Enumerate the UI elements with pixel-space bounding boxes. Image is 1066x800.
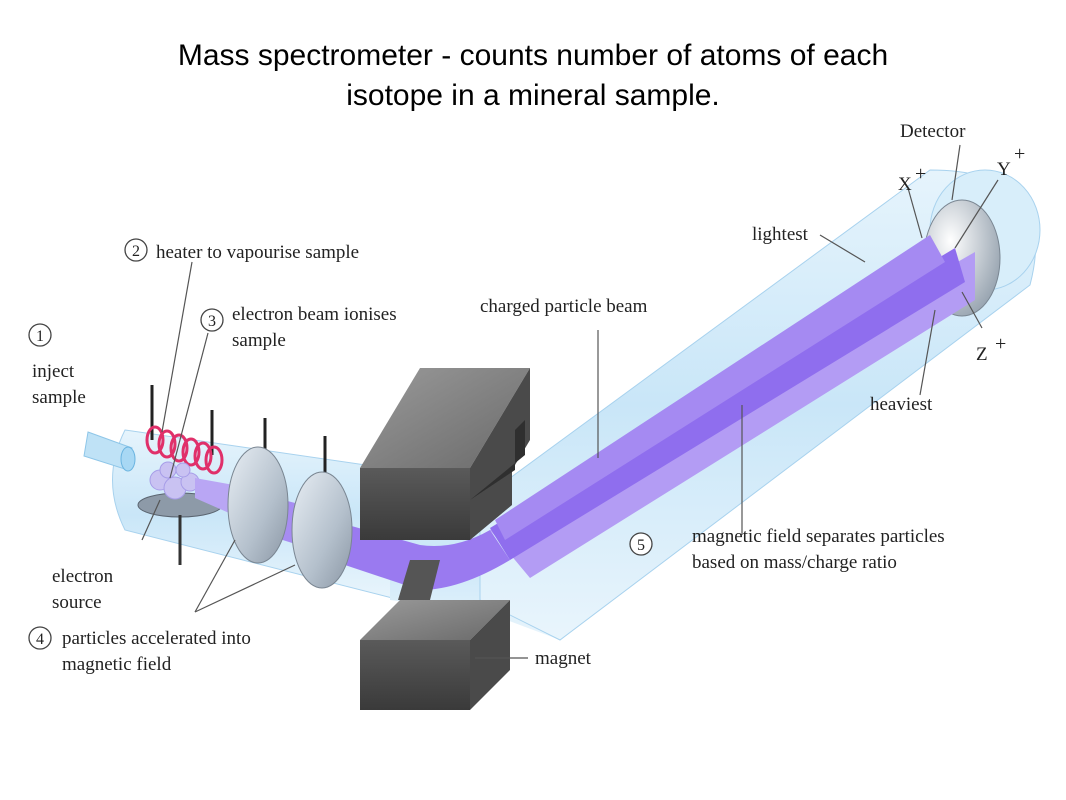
svg-text:3: 3	[208, 313, 216, 330]
accelerator-plates	[227, 418, 353, 589]
label-magnetic-sep-2: based on mass/charge ratio	[692, 552, 897, 573]
svg-text:5: 5	[637, 537, 645, 554]
step-markers: 1 2 3 4 5	[28, 238, 653, 650]
label-magnet: magnet	[535, 648, 592, 669]
step-1-marker: 1	[28, 323, 52, 347]
label-z-ion: Z	[976, 344, 988, 365]
diagram-labels: Detector X + Y + Z + lightest heaviest h…	[32, 121, 1025, 675]
step-4-marker: 4	[28, 626, 52, 650]
label-x-ion: X	[898, 174, 912, 195]
step-2-marker: 2	[124, 238, 148, 262]
label-detector: Detector	[900, 121, 966, 142]
svg-text:4: 4	[36, 631, 44, 648]
accelerator-plate-2	[291, 471, 353, 589]
title-line-2: isotope in a mineral sample.	[346, 79, 720, 112]
diagram-title: Mass spectrometer - counts number of ato…	[0, 36, 1066, 116]
label-charged-beam: charged particle beam	[480, 296, 648, 317]
label-electron-source-2: source	[52, 592, 102, 613]
label-x-plus: +	[915, 163, 926, 185]
label-lightest: lightest	[752, 224, 809, 245]
label-y-plus: +	[1014, 143, 1025, 165]
beam-separated-light	[495, 235, 945, 540]
label-heaviest: heaviest	[870, 394, 933, 415]
label-z-plus: +	[995, 333, 1006, 355]
label-accelerated-2: magnetic field	[62, 654, 172, 675]
svg-text:1: 1	[36, 328, 44, 345]
title-line-1: Mass spectrometer - counts number of ato…	[177, 39, 889, 72]
label-electron-source-1: electron	[52, 566, 114, 587]
sample-vapour	[149, 461, 200, 500]
label-electron-beam-1: electron beam ionises	[232, 304, 397, 325]
label-y-ion: Y	[997, 159, 1011, 180]
label-inject-1: inject	[32, 361, 75, 382]
leader-lines	[141, 144, 999, 659]
label-magnetic-sep-1: magnetic field separates particles	[692, 526, 945, 547]
label-heater: heater to vapourise sample	[156, 242, 359, 263]
inject-nozzle	[83, 431, 136, 472]
label-electron-beam-2: sample	[232, 330, 286, 351]
step-5-marker: 5	[629, 532, 653, 556]
step-3-marker: 3	[200, 308, 224, 332]
accelerator-plate-1	[227, 446, 289, 564]
magnet-lower	[360, 560, 510, 710]
svg-text:2: 2	[132, 243, 140, 260]
magnet-upper	[360, 368, 530, 540]
label-inject-2: sample	[32, 387, 86, 408]
heater-coil	[145, 385, 224, 475]
beam-separated-main	[490, 248, 965, 560]
particle-beam	[195, 235, 975, 590]
label-accelerated-1: particles accelerated into	[62, 628, 251, 649]
